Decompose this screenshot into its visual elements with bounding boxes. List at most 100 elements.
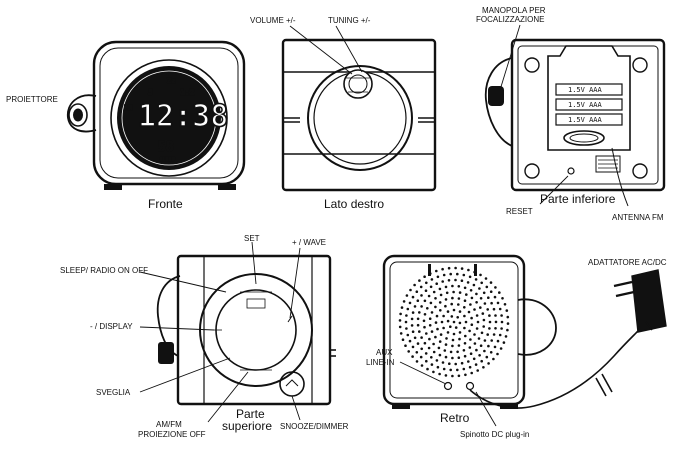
speaker-hole <box>464 373 467 377</box>
speaker-hole <box>479 344 483 348</box>
speaker-hole <box>411 295 415 299</box>
speaker-hole <box>413 336 417 340</box>
speaker-hole <box>429 301 433 305</box>
speaker-hole <box>438 301 442 304</box>
speaker-hole <box>429 272 432 275</box>
speaker-hole <box>420 305 423 308</box>
speaker-hole <box>458 337 461 341</box>
caption-top-2: superiore <box>222 419 273 433</box>
display-zz: Zz <box>167 77 175 85</box>
speaker-hole <box>496 339 500 343</box>
speaker-hole <box>474 363 478 366</box>
speaker-hole <box>468 346 472 349</box>
speaker-hole <box>463 314 466 318</box>
speaker-hole <box>506 315 510 319</box>
speaker-hole <box>398 319 402 322</box>
speaker-hole <box>488 327 491 330</box>
speaker-hole <box>446 331 450 334</box>
speaker-hole <box>426 307 429 310</box>
speaker-hole <box>503 303 507 306</box>
display-pm: PM <box>124 104 132 112</box>
speaker-hole <box>430 356 433 359</box>
speaker-hole <box>441 280 445 283</box>
speaker-hole <box>456 272 459 276</box>
speaker-hole <box>404 320 408 324</box>
speaker-hole <box>472 283 476 287</box>
speaker-hole <box>456 350 459 354</box>
speaker-hole <box>444 304 447 308</box>
speaker-hole <box>487 362 490 365</box>
speaker-hole <box>436 275 440 279</box>
speaker-hole <box>489 281 493 284</box>
speaker-hole <box>436 365 440 369</box>
speaker-hole <box>420 347 424 351</box>
speaker-hole <box>423 325 426 329</box>
label-tuning: TUNING +/- <box>328 16 371 25</box>
speaker-hole <box>475 314 479 317</box>
speaker-hole <box>442 273 446 277</box>
speaker-hole <box>468 329 471 333</box>
speaker-hole <box>420 336 423 339</box>
label-amfm-1: AM/FM <box>156 420 182 429</box>
speaker-hole <box>458 291 462 294</box>
speaker-hole <box>398 325 402 329</box>
speaker-hole <box>404 344 407 348</box>
speaker-hole <box>402 300 406 303</box>
speaker-hole <box>406 307 410 311</box>
speaker-hole <box>463 299 467 303</box>
speaker-hole <box>488 314 491 317</box>
speaker-hole <box>440 320 444 324</box>
speaker-hole <box>449 368 453 372</box>
speaker-hole <box>490 339 494 342</box>
speaker-hole <box>457 374 461 378</box>
speaker-hole <box>462 349 466 352</box>
speaker-hole <box>472 357 476 361</box>
speaker-hole <box>432 342 435 346</box>
speaker-hole <box>435 314 439 318</box>
speaker-hole <box>465 293 468 296</box>
speaker-hole <box>413 283 416 287</box>
speaker-hole <box>430 278 434 281</box>
speaker-hole <box>469 338 472 341</box>
speaker-hole <box>506 322 510 325</box>
caption-front: Fronte <box>148 197 183 211</box>
speaker-hole <box>452 290 455 294</box>
speaker-hole <box>451 296 454 300</box>
speaker-hole <box>469 352 473 356</box>
speaker-hole <box>482 291 486 295</box>
label-amfm-2: PROIEZIONE OFF <box>138 430 206 439</box>
caption-bottom: Parte inferiore <box>540 192 616 206</box>
speaker-hole <box>463 286 467 290</box>
speaker-hole <box>482 366 485 369</box>
speaker-hole <box>496 352 499 356</box>
speaker-hole <box>430 311 434 314</box>
speaker-hole <box>447 266 451 270</box>
label-display-minus: - / DISPLAY <box>90 322 133 331</box>
front-view <box>66 40 246 190</box>
speaker-hole <box>474 278 478 281</box>
speaker-hole <box>498 333 502 337</box>
speaker-hole <box>435 282 439 286</box>
speaker-hole <box>420 364 424 367</box>
speaker-hole <box>451 374 454 378</box>
speaker-hole <box>439 293 443 297</box>
speaker-hole <box>486 308 490 311</box>
speaker-hole <box>493 345 497 349</box>
speaker-hole <box>451 356 454 360</box>
speaker-hole <box>405 294 409 297</box>
speaker-hole <box>400 306 404 309</box>
ac-adapter <box>613 269 667 333</box>
speaker-hole <box>419 285 423 289</box>
speaker-hole <box>430 363 434 366</box>
speaker-hole <box>444 343 448 346</box>
speaker-hole <box>487 296 490 300</box>
speaker-hole <box>427 346 431 350</box>
label-reset: RESET <box>506 207 533 216</box>
caption-top-1: Parte <box>236 407 265 421</box>
speaker-hole <box>483 349 486 353</box>
speaker-hole <box>415 351 419 354</box>
speaker-hole <box>456 368 459 372</box>
speaker-hole <box>438 287 442 291</box>
speaker-hole <box>464 320 468 324</box>
label-antenna: ANTENNA FM <box>612 213 664 222</box>
